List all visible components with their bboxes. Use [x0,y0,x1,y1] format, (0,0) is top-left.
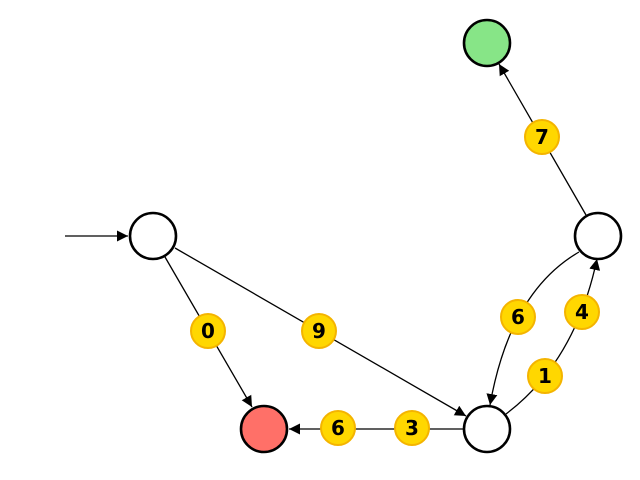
label-badge-middle-reject-a: 3 [394,410,430,446]
edge-label-start-reject: 0 [201,319,215,343]
right-state-node [573,211,623,261]
middle-state-node [462,404,512,454]
label-badge-middle-right-a: 1 [527,358,563,394]
start-state-node [128,211,178,261]
edge-label-right-accept: 7 [535,125,549,149]
edge-label-middle-reject-first: 3 [405,416,419,440]
label-badge-right-middle: 6 [500,299,536,335]
edge-label-middle-right-second: 4 [575,300,589,324]
label-badge-start-middle: 9 [301,313,337,349]
label-badge-middle-right-b: 4 [564,294,600,330]
accept-state-node [462,18,512,68]
edge-label-start-middle: 9 [312,319,326,343]
label-badge-middle-reject-b: 6 [320,410,356,446]
edge-label-middle-right-first: 1 [538,364,552,388]
edge-label-middle-reject-second: 6 [331,416,345,440]
edge-middle-to-right [505,258,601,415]
label-badge-start-reject: 0 [190,313,226,349]
edge-label-right-middle: 6 [511,305,525,329]
label-badge-right-accept: 7 [524,119,560,155]
reject-state-node [239,404,289,454]
